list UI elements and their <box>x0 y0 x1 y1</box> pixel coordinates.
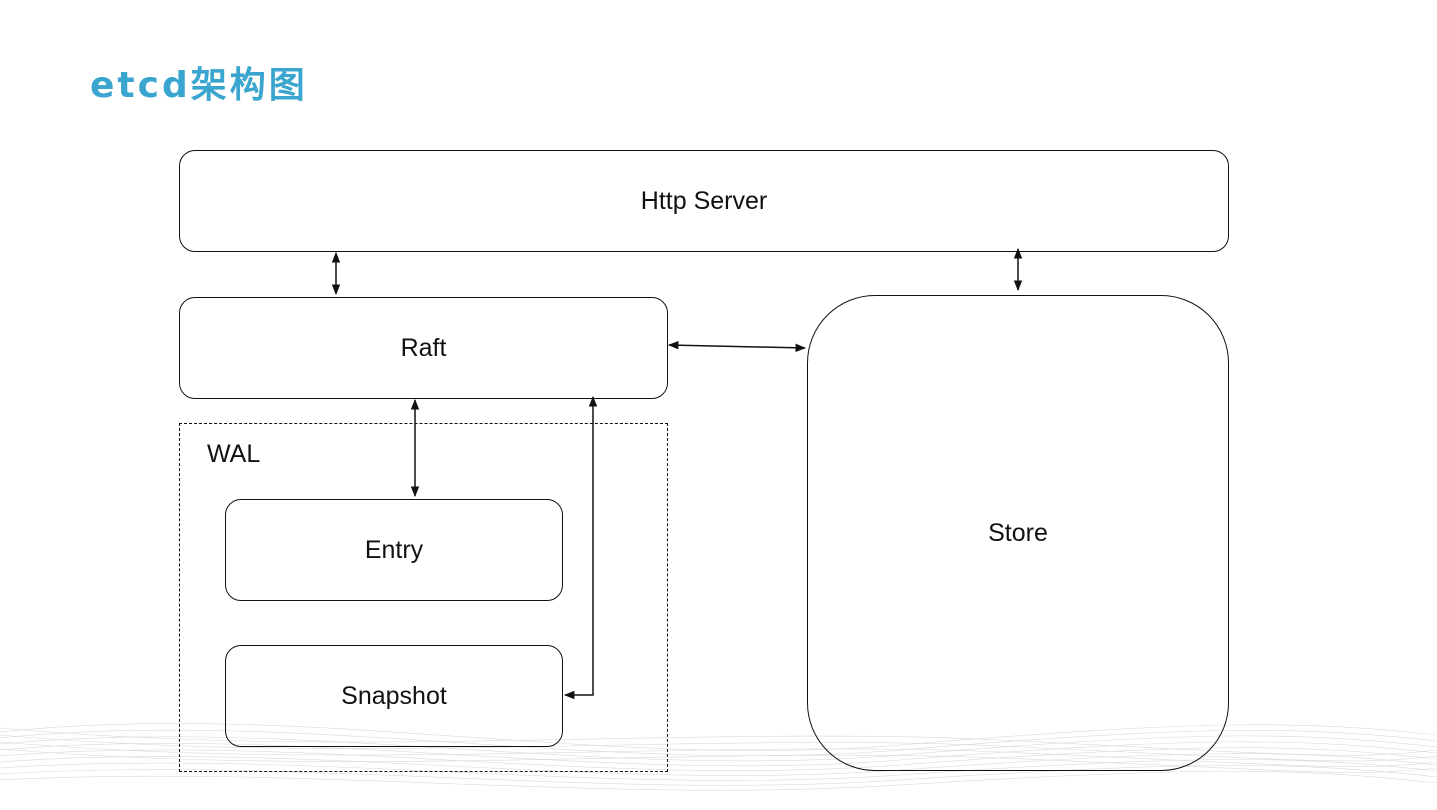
http-server-box: Http Server <box>179 150 1229 252</box>
snapshot-label: Snapshot <box>341 681 447 710</box>
store-box: Store <box>807 295 1229 771</box>
snapshot-box: Snapshot <box>225 645 563 747</box>
http-server-label: Http Server <box>640 186 768 215</box>
store-label: Store <box>988 518 1048 547</box>
entry-label: Entry <box>364 535 424 564</box>
wal-label: WAL <box>207 440 261 468</box>
raft-box: Raft <box>179 297 668 399</box>
page-title: etcd架构图 <box>90 65 308 106</box>
raft-label: Raft <box>400 333 447 362</box>
entry-box: Entry <box>225 499 563 601</box>
wal-group <box>179 423 668 772</box>
